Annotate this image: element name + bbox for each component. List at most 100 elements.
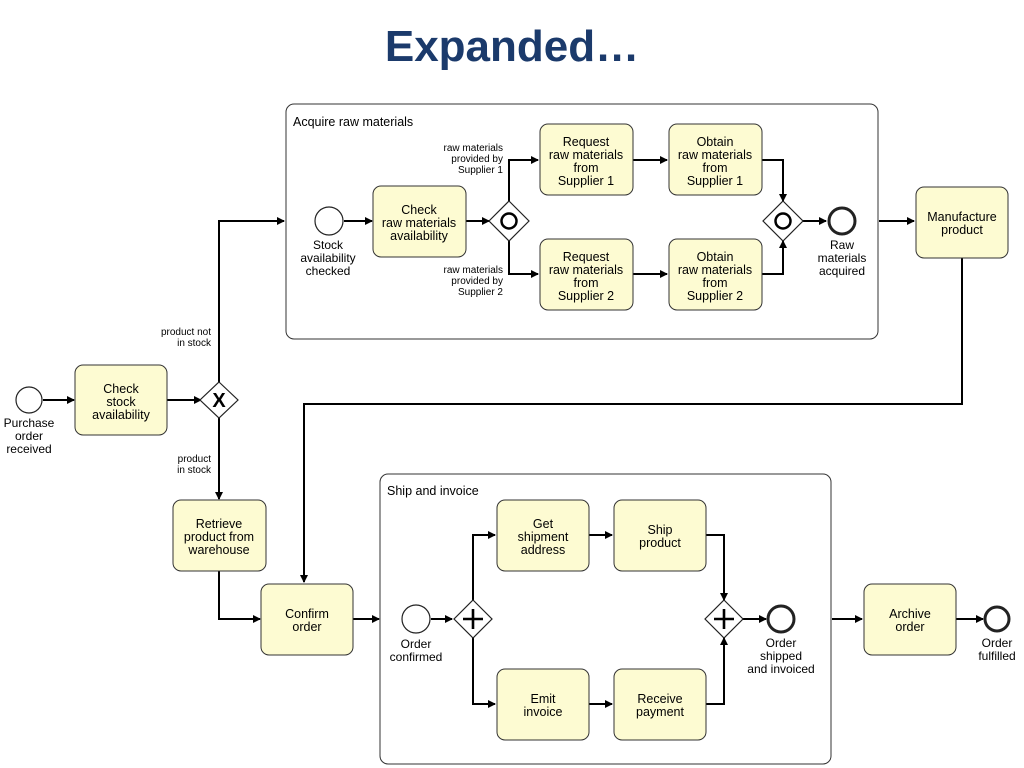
task-label-line: Receive: [637, 692, 682, 706]
event-label-line: fulfilled: [978, 649, 1015, 663]
condition-label-line: product: [178, 454, 212, 465]
inclusive-join-gateway: [762, 200, 804, 242]
flow-retrieve-to-confirm: [218, 571, 261, 623]
condition-label-in-stock: product in stock: [177, 454, 212, 476]
event-label-shipped-invoiced: Order shipped and invoiced: [747, 636, 814, 676]
task-label-line: Check: [401, 203, 437, 217]
task-label-line: warehouse: [187, 543, 249, 557]
condition-label-supplier-2: raw materials provided by Supplier 2: [444, 265, 504, 298]
event-label-line: Stock: [313, 238, 344, 252]
task-label-line: raw materials: [382, 216, 456, 230]
task-ship-product: Ship product: [613, 499, 707, 572]
task-label-line: Supplier 2: [558, 289, 614, 303]
task-label-line: from: [703, 161, 728, 175]
task-label-line: Obtain: [697, 135, 734, 149]
task-retrieve-product: Retrieve product from warehouse: [172, 499, 267, 572]
event-label-purchase-order: Purchase order received: [4, 416, 55, 456]
task-get-shipment-address: Get shipment address: [496, 499, 590, 572]
end-event-shipped-invoiced: [766, 604, 796, 634]
task-label-line: availability: [390, 229, 448, 243]
task-label-line: availability: [92, 408, 150, 422]
condition-label-supplier-1: raw materials provided by Supplier 1: [444, 143, 504, 176]
task-label-line: Supplier 1: [687, 174, 743, 188]
task-label-line: stock: [106, 395, 136, 409]
event-label-line: received: [6, 442, 51, 456]
flow-not-in-stock: [218, 217, 285, 383]
event-label-line: availability: [300, 251, 355, 265]
task-receive-payment: Receive payment: [613, 668, 707, 741]
end-event-order-fulfilled: [983, 605, 1011, 633]
flow-split-to-get-address: [472, 531, 496, 600]
task-label-line: Get: [533, 517, 554, 531]
event-label-line: Purchase: [4, 416, 55, 430]
task-label-line: payment: [636, 705, 684, 719]
task-label-line: product: [941, 223, 983, 237]
condition-label-line: product not: [161, 327, 211, 338]
condition-label-line: in stock: [177, 465, 212, 476]
event-label-line: shipped: [760, 649, 802, 663]
event-label-line: Order: [766, 636, 797, 650]
task-label-line: Supplier 2: [687, 289, 743, 303]
task-label-line: raw materials: [549, 148, 623, 162]
condition-label-line: Supplier 1: [458, 165, 503, 176]
task-request-supplier-1: Request raw materials from Supplier 1: [539, 123, 634, 196]
subprocess-ship-label: Ship and invoice: [387, 484, 479, 498]
task-label-line: raw materials: [549, 263, 623, 277]
flow-obtain1-to-join: [762, 159, 787, 202]
task-label-line: Request: [563, 135, 610, 149]
task-check-stock-availability: Check stock availability: [74, 364, 168, 436]
start-event-purchase-order: [15, 386, 43, 414]
task-label-line: Confirm: [285, 607, 329, 621]
task-label-line: from: [703, 276, 728, 290]
task-label-line: Obtain: [697, 250, 734, 264]
task-label-line: Supplier 1: [558, 174, 614, 188]
flow-obtain2-to-join: [762, 240, 787, 275]
condition-label-line: provided by: [451, 154, 503, 165]
subprocess-ship-and-invoice: [379, 473, 832, 765]
task-label-line: Archive: [889, 607, 931, 621]
task-label-line: Request: [563, 250, 610, 264]
xor-gateway: X: [199, 381, 239, 419]
start-event-order-confirmed: [401, 604, 431, 634]
task-confirm-order: Confirm order: [260, 583, 354, 656]
task-label-line: raw materials: [678, 263, 752, 277]
task-manufacture-product: Manufacture product: [915, 186, 1009, 259]
event-label-order-fulfilled: Order fulfilled: [978, 636, 1015, 663]
flow-ship-to-join: [706, 534, 728, 601]
end-event-raw-acquired: [827, 206, 857, 236]
condition-label-not-in-stock: product not in stock: [161, 327, 212, 349]
inclusive-split-gateway: [488, 200, 530, 242]
task-label-line: from: [574, 276, 599, 290]
task-label-line: product from: [184, 530, 254, 544]
condition-label-line: raw materials: [444, 265, 503, 276]
event-label-line: Raw: [830, 238, 854, 252]
event-label-order-confirmed: Order confirmed: [390, 637, 443, 664]
task-label-line: product: [639, 536, 681, 550]
task-label-line: invoice: [524, 705, 563, 719]
condition-label-line: provided by: [451, 276, 503, 287]
task-emit-invoice: Emit invoice: [496, 668, 590, 741]
flow-to-request-1: [508, 156, 539, 201]
subprocess-acquire-label: Acquire raw materials: [293, 115, 413, 129]
xor-marker: X: [212, 390, 226, 412]
parallel-join-gateway: [704, 599, 744, 639]
flow-split-to-emit: [472, 638, 496, 708]
task-label-line: Emit: [531, 692, 557, 706]
slide-title: Expanded…: [384, 22, 640, 71]
task-label-line: Check: [103, 382, 139, 396]
parallel-split-gateway: [453, 599, 493, 639]
task-obtain-supplier-1: Obtain raw materials from Supplier 1: [668, 123, 763, 196]
condition-label-line: in stock: [177, 338, 212, 349]
condition-label-line: raw materials: [444, 143, 503, 154]
flow-to-request-2: [508, 241, 539, 278]
task-label-line: shipment: [518, 530, 569, 544]
event-label-line: confirmed: [390, 650, 443, 664]
event-label-line: checked: [306, 264, 351, 278]
task-obtain-supplier-2: Obtain raw materials from Supplier 2: [668, 238, 763, 311]
event-label-line: Order: [982, 636, 1013, 650]
task-label-line: order: [895, 620, 924, 634]
task-label-line: order: [292, 620, 321, 634]
event-label-line: and invoiced: [747, 662, 814, 676]
task-label-line: address: [521, 543, 565, 557]
